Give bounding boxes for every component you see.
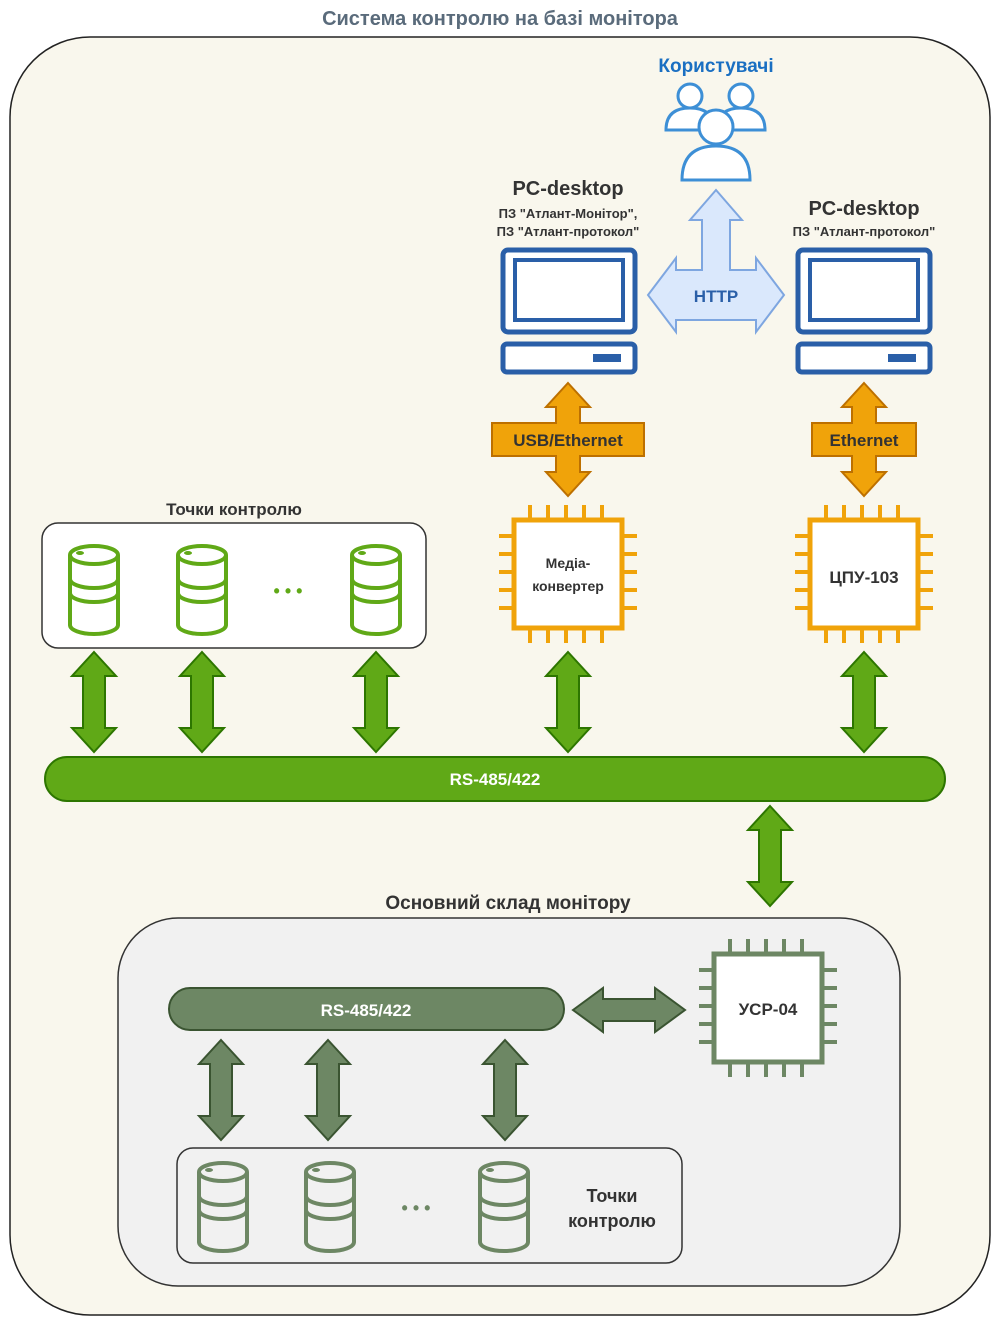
http-arrows	[646, 188, 786, 335]
ucr-chip-icon	[699, 939, 837, 1077]
database-icon	[304, 1161, 356, 1253]
rs485-bus-label: RS-485/422	[450, 770, 541, 789]
cpu-chip-icon	[795, 505, 933, 643]
cpu-label: ЦПУ-103	[829, 568, 898, 587]
http-label: HTTP	[694, 287, 738, 306]
database-icon	[197, 1161, 249, 1253]
database-icon	[176, 544, 228, 636]
main-composition-title: Основний склад монітору	[385, 893, 631, 914]
ethernet-label: Ethernet	[830, 431, 899, 450]
inner-rs485-bus-label: RS-485/422	[321, 1001, 412, 1020]
inner-control-points-line2: контролю	[568, 1211, 656, 1231]
users-icon	[664, 82, 767, 182]
control-points-group	[41, 522, 427, 649]
inner-control-points-group	[176, 1147, 683, 1264]
rs485-bus	[44, 756, 946, 802]
more-points-dots: • • •	[402, 1198, 431, 1218]
usb-ethernet-arrow	[491, 381, 645, 498]
desktop-computer-icon	[503, 250, 635, 372]
users-label: Користувачі	[658, 56, 773, 77]
pc1-software-line1: ПЗ "Атлант-Монітор",	[499, 206, 638, 221]
pc1-software-line2: ПЗ "Атлант-протокол"	[497, 224, 640, 239]
ethernet-arrow	[811, 381, 917, 498]
database-icon	[68, 544, 120, 636]
media-converter-line1: Медіа-	[546, 555, 591, 571]
more-points-dots: • • •	[274, 581, 303, 601]
inner-control-points-line1: Точки	[587, 1186, 638, 1206]
inner-rs485-bus	[168, 987, 565, 1031]
pc2-title: PC-desktop	[808, 198, 919, 220]
ucr-connection-arrow	[571, 986, 687, 1034]
database-icon	[478, 1161, 530, 1253]
ucr-label: УСР-04	[739, 1000, 798, 1019]
control-points-title: Точки контролю	[166, 500, 302, 519]
page-title: Система контролю на базі монітора	[322, 8, 679, 30]
media-converter-chip-icon	[499, 505, 637, 643]
database-icon	[350, 544, 402, 636]
pc2-software-line1: ПЗ "Атлант-протокол"	[793, 224, 936, 239]
media-converter-line2: конвертер	[532, 578, 604, 594]
pc1-title: PC-desktop	[512, 178, 623, 200]
usb-ethernet-label: USB/Ethernet	[513, 431, 623, 450]
desktop-computer-icon	[798, 250, 930, 372]
